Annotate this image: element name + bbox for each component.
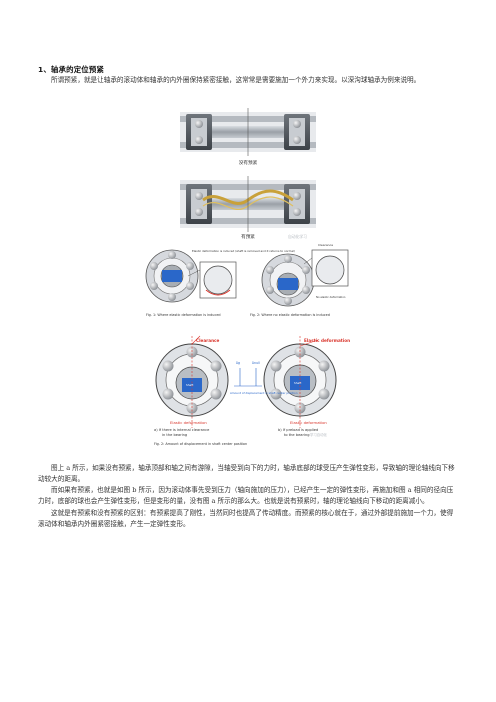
label-no-preload: 没有预紧 [239, 159, 258, 166]
label-shaft-b: Shaft [294, 381, 302, 385]
watermark-bottom: 学习自动化 [310, 432, 328, 437]
fig1-bearing-section [145, 249, 199, 303]
watermark-top: 自动化学习 [288, 234, 307, 239]
caption-a-line2: in the bearing [162, 433, 187, 437]
label-delta-b: δnull [252, 361, 260, 365]
bearing-figures: 没有预紧 有预紧 自动化学习 [145, 108, 350, 446]
fig-bottom-bearing-a [155, 335, 229, 428]
paragraph-summary: 这就是有预紧和没有预紧的区别：有预紧提高了刚性，当然同时也提高了传动精度。而预紧… [38, 509, 454, 529]
intro-paragraph: 所谓预紧，就是让轴承的滚动体和轴承的内外圈保持紧密接触，这常常是需要施加一个外力… [51, 76, 421, 84]
fig2-note: No elastic deformation [316, 295, 346, 299]
fig2-ball-detail [303, 249, 349, 287]
fig2-bearing-section [261, 253, 315, 307]
fig2-caption: Fig. 2: Where no elastic deformation is … [250, 313, 330, 317]
caption-a-line1: a) If there is internal clearance [154, 428, 210, 432]
label-elastic-top: Elastic deformation [304, 338, 350, 343]
bearing-no-preload-illustration [180, 108, 316, 156]
label-delta-a: δg [236, 361, 240, 365]
fig-bottom-bearing-b [263, 336, 337, 428]
caption-b-line1: b) If preload is applied [278, 428, 318, 432]
fig1-note: Elastic deformation is induced (shaft is… [192, 249, 295, 253]
label-elastic-b: Elastic deformation [290, 420, 327, 425]
caption-fig-bottom: Fig. 2: Amount of displacement in shaft … [154, 442, 247, 446]
section-heading: 1、轴承的定位预紧 [38, 65, 105, 74]
label-clearance: Clearance [196, 338, 220, 343]
fig2-clearance-label: Clearance [318, 243, 333, 247]
label-shaft-a: Shaft [186, 383, 194, 387]
paragraph-preload: 而如果有预紧，也就是如图 b 所示，因为滚动体事先受到压力（轴向施加的压力），已… [38, 486, 454, 506]
label-elastic-a: Elastic deformation [170, 420, 207, 425]
caption-b-line2: to the bearing [284, 433, 310, 437]
fig1-ball-detail [187, 261, 237, 299]
bearing-preload-illustration [180, 176, 316, 232]
label-preload: 有预紧 [241, 233, 255, 240]
fig1-caption: Fig. 1: Where elastic deformation is ind… [146, 313, 221, 317]
label-amount-displacement: Amount of displacement in shaft center p… [230, 391, 298, 395]
paragraph-no-preload: 图上 a 所示，如果没有预紧，轴承顶部和轴之间有游隙，当轴受到向下的力时，轴承底… [38, 464, 455, 484]
